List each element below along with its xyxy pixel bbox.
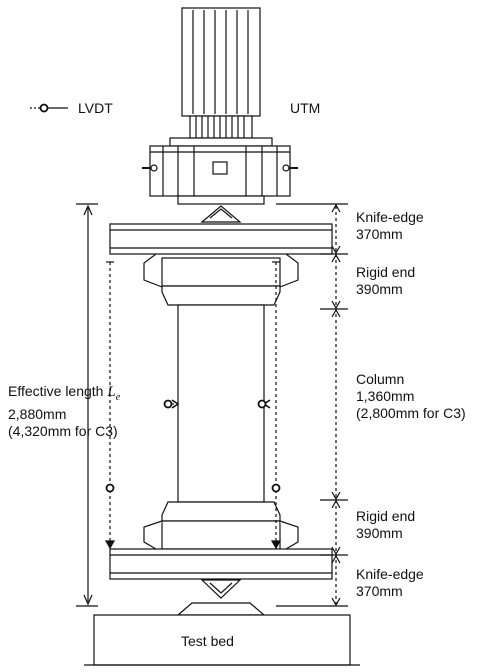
top-rigid-end-length: 390mm — [356, 281, 403, 297]
utm-label: UTM — [290, 100, 321, 116]
effective-length-value: 2,880mm — [8, 405, 67, 422]
bottom-rigid-end-length: 390mm — [356, 525, 403, 541]
top-bearing-plate — [109, 223, 333, 255]
bottom-knife-edge-label: Knife-edge 370mm — [356, 566, 424, 600]
bottom-rigid-end — [143, 501, 299, 550]
lvdt-sensor-right-lower — [271, 483, 281, 493]
top-knife-edge-length: 370mm — [356, 226, 403, 242]
column-shaft — [177, 304, 265, 503]
effective-length-label: Effective length Le 2,880mm (4,320mm for… — [8, 383, 120, 440]
lvdt-sensor-left-mid — [163, 399, 173, 409]
utm-actuator — [169, 7, 273, 147]
lvdt-legend-label: LVDT — [78, 100, 113, 116]
top-rigid-end-name: Rigid end — [356, 264, 416, 280]
bottom-knife-edge — [176, 579, 266, 616]
bottom-rigid-end-name: Rigid end — [356, 508, 416, 524]
effective-length-symbol: L — [107, 384, 116, 400]
top-knife-edge-label: Knife-edge 370mm — [356, 209, 424, 243]
load-cell — [142, 145, 298, 205]
top-rigid-end — [143, 253, 299, 306]
effective-length-subscript: e — [115, 391, 121, 403]
test-bed-label: Test bed — [181, 633, 234, 649]
lvdt-sensor-right-mid — [257, 399, 267, 409]
column-length: 1,360mm — [356, 388, 415, 404]
test-bed — [84, 614, 360, 666]
effective-length-dimension — [76, 203, 98, 607]
bottom-knife-edge-length: 370mm — [356, 583, 403, 599]
top-knife-edge-name: Knife-edge — [356, 209, 424, 225]
lvdt-sensor-left-lower — [105, 483, 115, 493]
segment-dimensions — [276, 203, 348, 607]
bottom-bearing-plate — [109, 548, 333, 580]
column-length-c3: (2,800mm for C3) — [356, 405, 466, 421]
column-label: Column 1,360mm (2,800mm for C3) — [356, 371, 466, 422]
bottom-knife-edge-name: Knife-edge — [356, 566, 424, 582]
column-name: Column — [356, 371, 405, 387]
lvdt-sensors — [104, 261, 282, 550]
bottom-rigid-end-label: Rigid end 390mm — [356, 508, 415, 542]
lvdt-legend-symbol — [30, 103, 68, 113]
top-rigid-end-label: Rigid end 390mm — [356, 264, 415, 298]
top-knife-edge — [200, 205, 242, 223]
effective-length-title: Effective length — [8, 383, 104, 399]
effective-length-value-c3: (4,320mm for C3) — [8, 422, 118, 439]
